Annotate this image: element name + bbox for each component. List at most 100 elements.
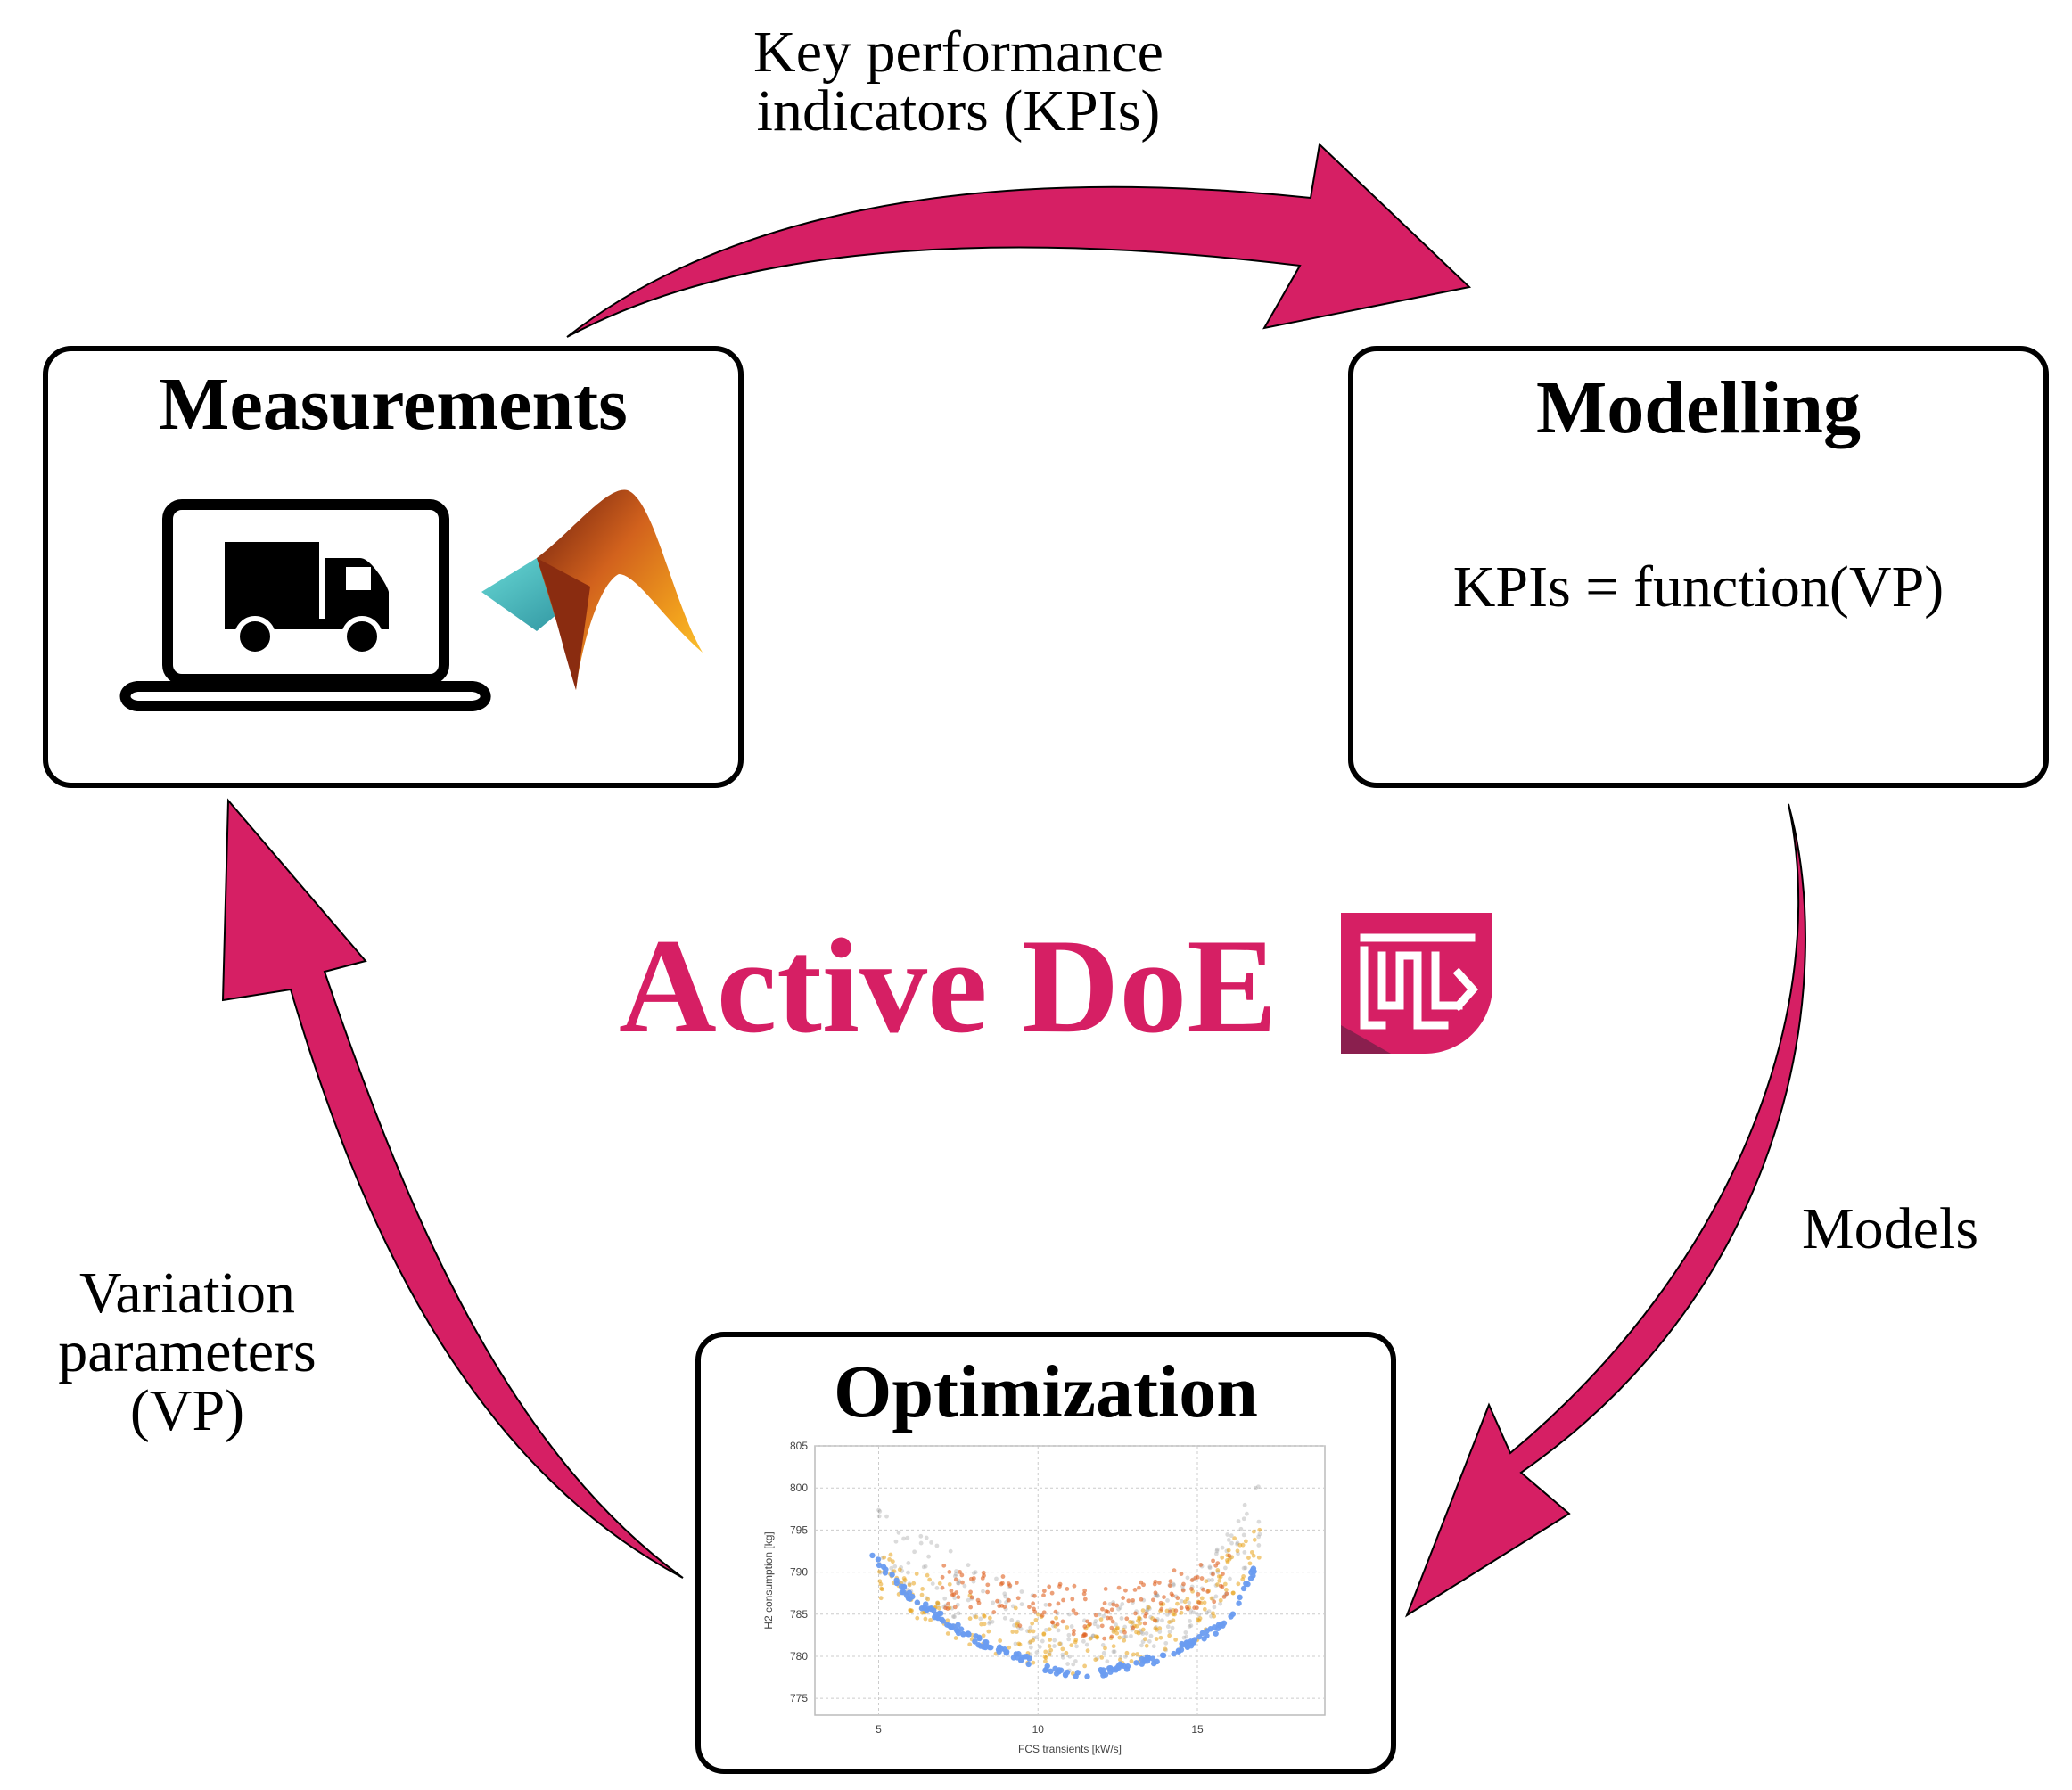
plot-point: [1196, 1600, 1202, 1605]
plot-point: [878, 1596, 884, 1601]
plot-point: [1130, 1620, 1135, 1625]
plot-point: [1155, 1594, 1160, 1598]
plot-point: [952, 1573, 958, 1579]
plot-point: [1074, 1644, 1079, 1649]
plot-point: [1088, 1636, 1093, 1641]
plot-point: [1056, 1668, 1062, 1675]
plot-point: [1213, 1630, 1219, 1637]
plot-point: [1221, 1594, 1227, 1599]
plot-point: [1199, 1576, 1205, 1581]
plot-point: [1187, 1600, 1192, 1605]
plot-point: [1056, 1601, 1061, 1606]
plot-point: [1028, 1639, 1033, 1645]
plot-point: [1007, 1583, 1013, 1589]
plot-point: [906, 1560, 911, 1565]
plot-point: [945, 1618, 950, 1623]
plot-point: [918, 1540, 924, 1546]
plot-point: [882, 1555, 887, 1560]
plot-point: [1228, 1576, 1232, 1581]
plot-point: [1071, 1662, 1076, 1667]
plot-point: [953, 1577, 958, 1582]
plot-point: [1243, 1539, 1248, 1544]
plot-point: [1173, 1637, 1179, 1642]
plot-point: [1230, 1590, 1236, 1596]
plot-point: [1182, 1599, 1188, 1605]
plot-point: [948, 1548, 953, 1554]
plot-point: [1105, 1615, 1110, 1621]
plot-point: [1164, 1608, 1170, 1613]
plot-point: [1144, 1630, 1149, 1636]
plot-point: [968, 1589, 973, 1595]
plot-point: [893, 1577, 900, 1584]
plot-point: [1179, 1598, 1184, 1604]
plot-point: [1215, 1567, 1221, 1572]
plot-point: [923, 1564, 928, 1569]
plot-point: [1082, 1631, 1087, 1637]
plot-point: [947, 1581, 952, 1587]
plot-point: [1204, 1579, 1209, 1584]
plot-point: [920, 1587, 925, 1591]
plot-point: [1229, 1540, 1234, 1546]
plot-point: [1031, 1660, 1036, 1665]
plot-point: [926, 1554, 931, 1559]
plot-point: [1047, 1652, 1052, 1657]
vp-label-line-3: (VP): [129, 1378, 245, 1443]
plot-point: [1131, 1652, 1136, 1657]
plot-point: [941, 1563, 947, 1568]
plot-point: [1243, 1581, 1249, 1587]
plot-point: [1212, 1605, 1217, 1610]
plot-point: [946, 1601, 950, 1606]
plot-points: [869, 1484, 1262, 1679]
plot-point: [911, 1581, 917, 1586]
plot-point: [1102, 1601, 1107, 1605]
matlab-logo-icon: [481, 489, 703, 690]
plot-point: [1257, 1527, 1262, 1532]
plot-point: [1225, 1532, 1230, 1537]
plot-point: [1139, 1597, 1144, 1602]
plot-point: [1180, 1588, 1186, 1593]
plot-point: [1048, 1602, 1052, 1607]
plot-point: [995, 1598, 999, 1604]
plot-point: [1072, 1583, 1077, 1589]
plot-point: [956, 1581, 961, 1586]
plot-point: [1072, 1628, 1076, 1633]
plot-point: [982, 1639, 988, 1646]
plot-point: [1037, 1645, 1042, 1649]
plot-point: [1156, 1581, 1162, 1585]
plot-point: [934, 1586, 940, 1590]
plot-point: [1144, 1643, 1149, 1648]
plot-point: [1229, 1533, 1234, 1539]
plot-point: [1184, 1634, 1189, 1639]
plot-point: [1024, 1653, 1030, 1660]
plot-y-axis-label: H2 consumption [kg]: [762, 1531, 775, 1629]
plot-point: [877, 1509, 883, 1514]
plot-point: [1131, 1597, 1135, 1603]
plot-point: [875, 1556, 882, 1563]
plot-point: [1185, 1597, 1190, 1601]
plot-point: [1140, 1608, 1146, 1613]
active-doe-title: Active DoE: [619, 911, 1278, 1061]
plot-point: [1019, 1602, 1024, 1607]
plot-point: [1102, 1636, 1107, 1641]
plot-point: [1044, 1627, 1048, 1632]
plot-point: [1071, 1631, 1076, 1637]
plot-point: [1066, 1612, 1072, 1617]
plot-point: [921, 1564, 926, 1570]
plot-point: [1100, 1643, 1106, 1647]
plot-point: [942, 1596, 948, 1601]
plot-point: [996, 1648, 1002, 1655]
plot-point: [1137, 1585, 1141, 1590]
plot-point: [1175, 1601, 1180, 1606]
plot-point: [1134, 1630, 1139, 1635]
plot-point: [1062, 1671, 1069, 1678]
plot-point: [1179, 1605, 1184, 1611]
plot-point: [930, 1581, 935, 1586]
plot-point: [1099, 1623, 1105, 1629]
plot-point: [1167, 1620, 1172, 1624]
plot-point: [1082, 1588, 1088, 1593]
plot-point: [1199, 1596, 1205, 1601]
plot-point: [947, 1570, 952, 1574]
plot-point: [1221, 1572, 1225, 1577]
arrow-measurements-to-modelling: [566, 142, 1472, 338]
